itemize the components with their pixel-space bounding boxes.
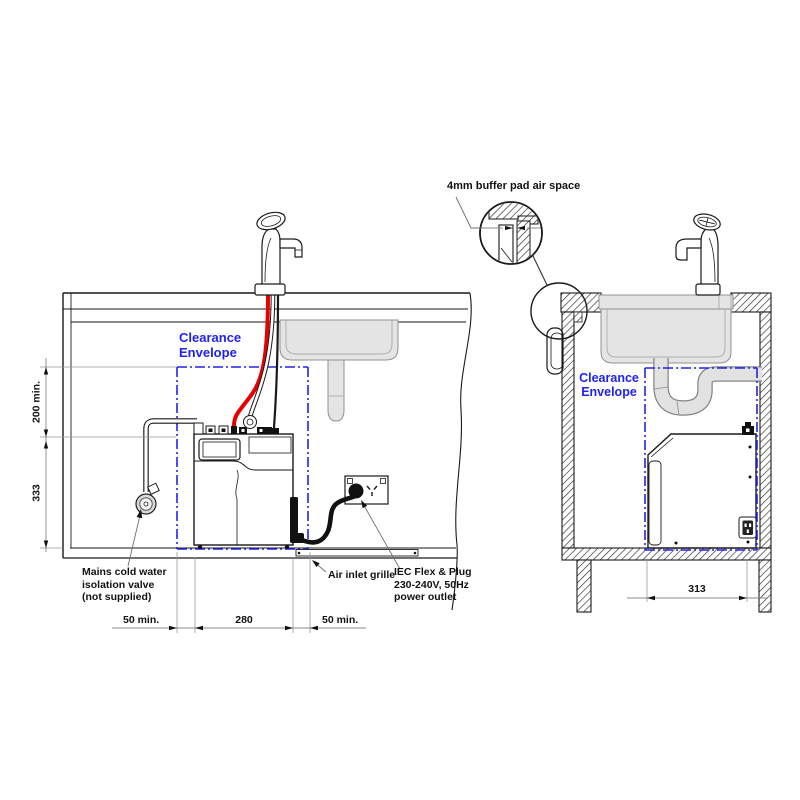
cabinet-wall-right xyxy=(759,311,772,549)
detail-callout xyxy=(455,196,548,286)
cabinet-leg-left xyxy=(576,559,592,613)
cabinet-side xyxy=(560,292,772,613)
cabinet-front xyxy=(62,292,472,611)
buffer-pad-note: 4mm buffer pad air space xyxy=(447,180,581,192)
dim-333-label: 333 xyxy=(30,484,43,502)
unit-display xyxy=(198,438,241,461)
detail-source-circle xyxy=(530,282,588,340)
buffer-pad-detail xyxy=(516,220,531,263)
front-dimensions xyxy=(40,358,366,633)
leader-lines xyxy=(127,500,401,573)
black-tube xyxy=(272,292,280,429)
clearance-envelope-label-side: Clearance Envelope xyxy=(579,371,639,399)
p-trap xyxy=(653,358,762,416)
tap-dial-side xyxy=(693,213,721,231)
sink-front xyxy=(279,319,399,422)
counter-section-left xyxy=(560,292,602,313)
door-handle xyxy=(546,327,564,375)
air-inlet-grille xyxy=(295,549,419,557)
sink-drain-front xyxy=(327,359,345,422)
air-inlet-label: Air inlet grille xyxy=(328,569,396,581)
dim-280-label: 280 xyxy=(235,614,253,626)
dim-50min-right-label: 50 min. xyxy=(322,614,359,626)
power-cord xyxy=(290,493,359,545)
counter-section-right xyxy=(730,292,772,313)
front-view xyxy=(40,211,472,633)
tap-side xyxy=(675,213,721,296)
side-view xyxy=(530,213,772,613)
break-line xyxy=(451,292,472,611)
power-outlet xyxy=(344,475,389,505)
cabinet-leg-right xyxy=(758,559,772,613)
buffer-pad-step xyxy=(573,311,583,323)
cabinet-wall-left xyxy=(561,311,575,549)
undersink-unit-front xyxy=(193,415,294,550)
cabinet-panel-detail xyxy=(498,224,514,263)
sink-side xyxy=(598,294,734,364)
dim-313-label: 313 xyxy=(688,583,706,595)
unit-front-panel-edge xyxy=(648,460,662,546)
tap-base xyxy=(254,283,286,296)
tap-body-side xyxy=(700,228,719,286)
valve-label: Mains cold water isolation valve (not su… xyxy=(82,566,167,603)
power-outlet-label: IEC Flex & Plug 230-240V, 50Hz power out… xyxy=(394,566,472,603)
tap-base-side xyxy=(695,283,721,296)
tube-nut-fitting xyxy=(243,415,257,429)
unit-body-side xyxy=(647,433,757,549)
braided-hose xyxy=(143,418,197,492)
dim-200min-label: 200 min. xyxy=(30,380,43,424)
tap-spout-side xyxy=(675,238,702,261)
tap-spout xyxy=(279,238,303,258)
side-dimensions xyxy=(627,560,767,602)
clearance-envelope-side xyxy=(644,367,758,551)
undersink-unit-side xyxy=(647,422,757,549)
clearance-envelope-label-front: Clearance Envelope xyxy=(179,330,242,360)
valve-handle xyxy=(147,482,160,495)
tap-front xyxy=(254,211,303,296)
tap-tubes xyxy=(232,292,280,429)
dim-50min-left-label: 50 min. xyxy=(123,614,160,626)
tap-dial xyxy=(256,211,286,231)
mains-valve xyxy=(135,418,197,515)
hot-tube-red xyxy=(232,292,270,427)
